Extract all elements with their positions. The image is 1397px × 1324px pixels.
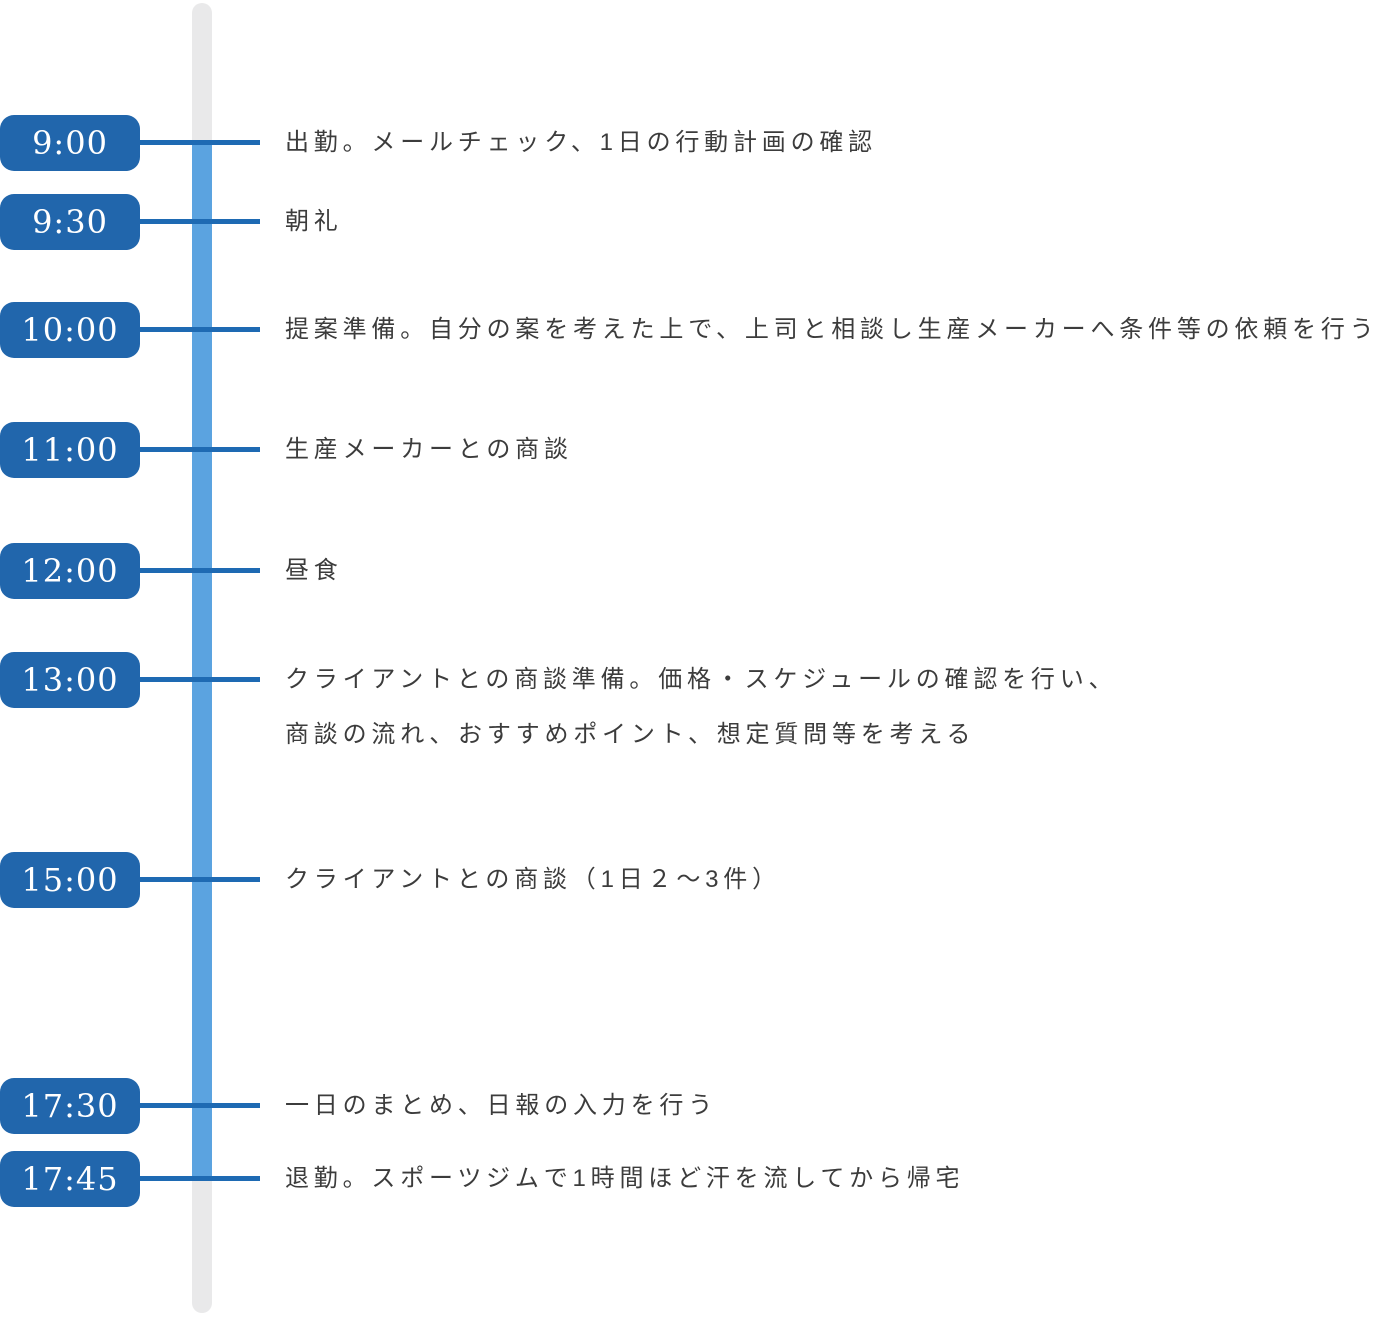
- time-badge: 9:00: [0, 115, 140, 171]
- connector-line: [140, 219, 260, 224]
- time-badge: 17:45: [0, 1151, 140, 1207]
- time-badge: 15:00: [0, 852, 140, 908]
- time-badge: 12:00: [0, 543, 140, 599]
- time-badge: 13:00: [0, 652, 140, 708]
- connector-line: [140, 140, 260, 145]
- connector-line: [140, 568, 260, 573]
- connector-line: [140, 877, 260, 882]
- item-description: 生産メーカーとの商談: [285, 436, 573, 463]
- connector-line: [140, 327, 260, 332]
- item-description: 昼食: [285, 557, 343, 584]
- time-badge: 9:30: [0, 194, 140, 250]
- item-description: 提案準備。自分の案を考えた上で、上司と相談し生産メーカーへ条件等の依頼を行う: [285, 316, 1379, 343]
- item-description: 退勤。スポーツジムで1時間ほど汗を流してから帰宅: [285, 1165, 965, 1192]
- time-badge: 10:00: [0, 302, 140, 358]
- item-description: クライアントとの商談（1日２～3件）: [285, 866, 781, 893]
- item-description: クライアントとの商談準備。価格・スケジュールの確認を行い、 商談の流れ、おすすめ…: [285, 666, 1118, 748]
- connector-line: [140, 447, 260, 452]
- item-description: 一日のまとめ、日報の入力を行う: [285, 1092, 717, 1119]
- connector-line: [140, 1176, 260, 1181]
- timeline-progress-bar: [192, 142, 212, 1181]
- time-badge: 11:00: [0, 422, 140, 478]
- connector-line: [140, 1103, 260, 1108]
- time-badge: 17:30: [0, 1078, 140, 1134]
- item-description: 朝礼: [285, 208, 343, 235]
- connector-line: [140, 677, 260, 682]
- item-description: 出勤。メールチェック、1日の行動計画の確認: [285, 129, 877, 156]
